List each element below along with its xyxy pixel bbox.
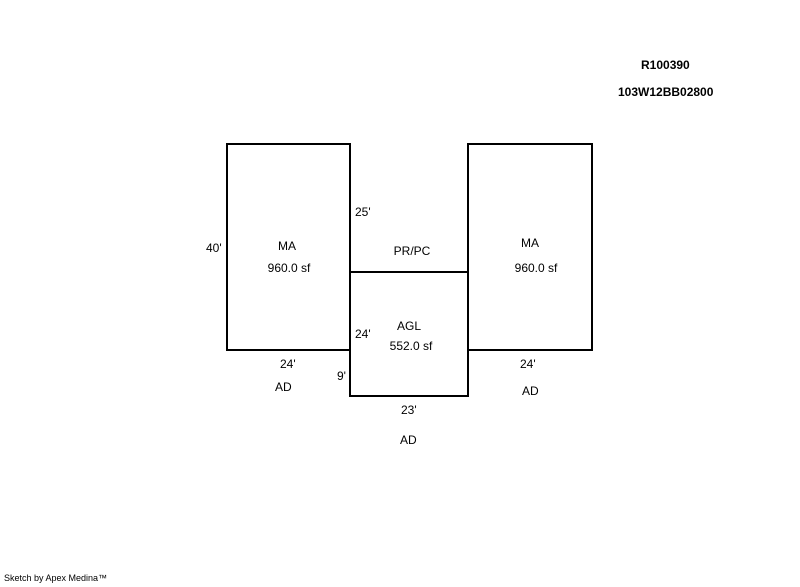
dimension-step: 9'	[337, 369, 346, 383]
left-main-area-outline	[226, 143, 351, 351]
right-main-code: MA	[521, 236, 539, 250]
left-main-area: 960.0 sf	[267, 261, 311, 275]
right-main-area-outline	[467, 143, 593, 351]
direction-right: AD	[522, 384, 539, 398]
dimension-left-bottom: 24'	[280, 357, 296, 371]
garage-area: 552.0 sf	[389, 339, 433, 353]
dimension-left-height: 40'	[206, 241, 222, 255]
dimension-center-side: 24'	[355, 327, 371, 341]
porch-code: PR/PC	[393, 244, 431, 258]
dimension-center-upper: 25'	[355, 205, 371, 219]
garage-area-outline	[349, 271, 469, 397]
right-main-area: 960.0 sf	[514, 261, 558, 275]
dimension-right-bottom: 24'	[520, 357, 536, 371]
garage-code: AGL	[396, 319, 422, 333]
map-tax-lot: 103W12BB02800	[618, 85, 714, 99]
sketch-credit: Sketch by Apex Medina™	[4, 573, 108, 583]
direction-center: AD	[400, 433, 417, 447]
dimension-center-bottom: 23'	[401, 403, 417, 417]
direction-left: AD	[275, 380, 292, 394]
left-main-code: MA	[278, 239, 296, 253]
account-id: R100390	[641, 58, 690, 72]
